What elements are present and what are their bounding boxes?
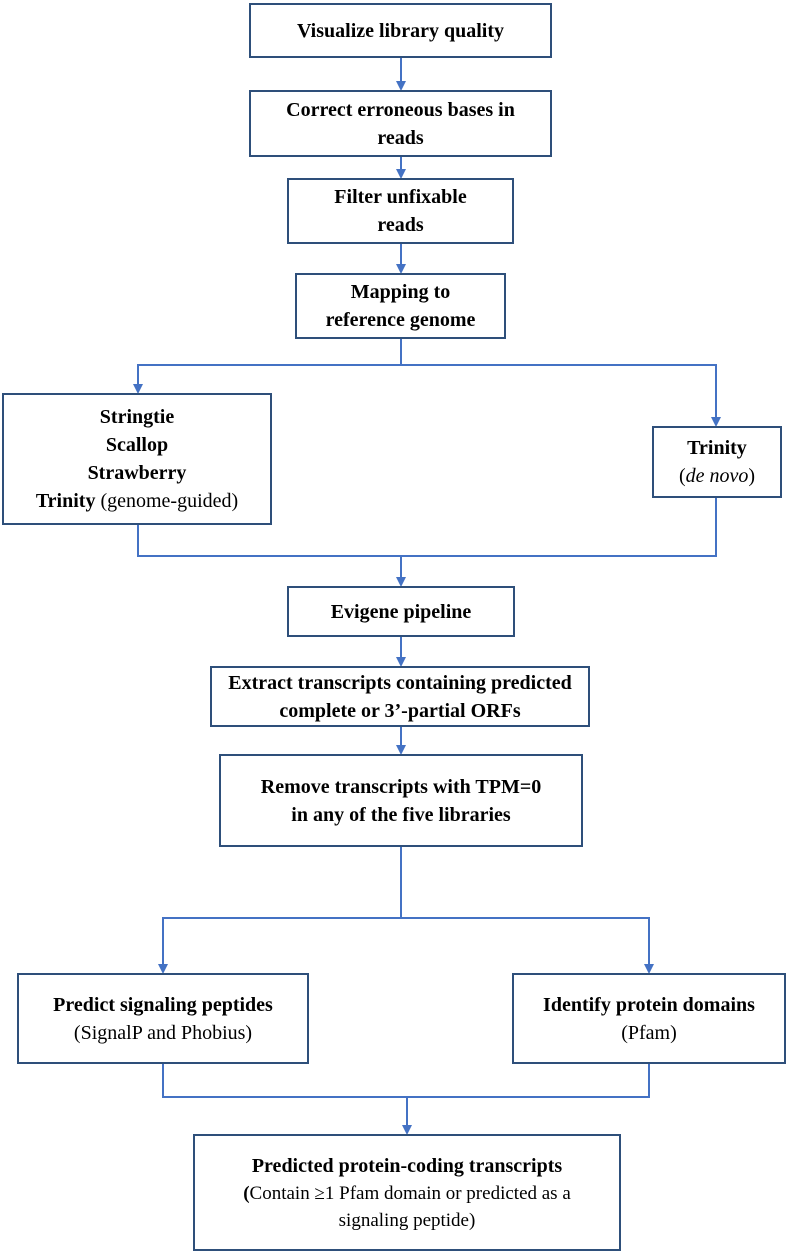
arrow-mapping-to-trinity [401, 364, 721, 427]
node-remove: Remove transcripts with TPM=0 in any of … [219, 754, 583, 847]
arrow-predict-merge [162, 1063, 412, 1135]
node-final-paren-open: ( [243, 1182, 250, 1204]
node-filter: Filter unfixable reads [287, 178, 514, 244]
node-trinity-denovo-italic: de novo [685, 465, 749, 487]
line-identify-merge [407, 1063, 650, 1098]
node-mapping: Mapping to reference genome [295, 273, 506, 339]
node-evigene: Evigene pipeline [287, 586, 515, 637]
node-predict-signal-line2: (SignalP and Phobius) [73, 1021, 253, 1044]
node-assemblers-line1: Stringtie [99, 406, 175, 428]
node-final-line3: signaling peptide) [338, 1209, 476, 1231]
node-remove-line1: Remove transcripts with TPM=0 [260, 775, 542, 798]
node-trinity-denovo-line2: (de novo) [679, 462, 755, 490]
node-extract-line1: Extract transcripts containing predicted [228, 671, 572, 694]
node-trinity-denovo: Trinity (de novo) [652, 426, 782, 498]
node-assemblers-line4-bold: Trinity [35, 490, 96, 512]
paren-close: ) [748, 465, 756, 487]
node-filter-line2: reads [377, 214, 424, 236]
node-evigene-label: Evigene pipeline [330, 600, 472, 623]
paren-open: ( [678, 465, 686, 487]
node-extract: Extract transcripts containing predicted… [210, 666, 590, 727]
node-mapping-line1: Mapping to [350, 281, 451, 303]
arrow-remove-to-predict [158, 846, 402, 974]
node-correct-line1: Correct erroneous bases in [286, 98, 515, 121]
node-trinity-denovo-line1: Trinity [687, 437, 747, 459]
node-predict-signal: Predict signaling peptides (SignalP and … [17, 973, 309, 1064]
node-final-line2-rest: Contain ≥1 Pfam domain or predicted as a [249, 1182, 571, 1204]
node-mapping-line2: reference genome [325, 309, 476, 331]
arrow-remove-to-identify [401, 917, 654, 974]
node-correct: Correct erroneous bases in reads [249, 90, 552, 157]
arrow-assemblers-merge [137, 524, 406, 587]
node-filter-line1: Filter unfixable [334, 186, 467, 208]
node-visualize: Visualize library quality [249, 3, 552, 58]
node-identify-domains-line2: (Pfam) [621, 1021, 677, 1044]
node-predict-signal-line1: Predict signaling peptides [53, 993, 273, 1016]
line-trinity-merge [401, 497, 717, 557]
node-extract-line2: complete or 3’-partial ORFs [279, 699, 521, 722]
node-assemblers-line2: Scallop [105, 434, 169, 456]
node-assemblers-line4: Trinity (genome-guided) [36, 487, 238, 515]
node-assemblers-line3: Strawberry [87, 462, 187, 484]
node-correct-line2: reads [377, 126, 424, 149]
node-final: Predicted protein-coding transcripts (Co… [193, 1134, 621, 1251]
node-final-line1: Predicted protein-coding transcripts [251, 1154, 563, 1177]
node-final-line2: (Contain ≥1 Pfam domain or predicted as … [243, 1180, 571, 1207]
node-remove-line2: in any of the five libraries [291, 803, 511, 826]
arrow-mapping-to-assemblers [133, 338, 402, 394]
node-assemblers-line4-rest: (genome-guided) [95, 490, 239, 512]
node-assemblers: Stringtie Scallop Strawberry Trinity (ge… [2, 393, 272, 525]
node-identify-domains: Identify protein domains (Pfam) [512, 973, 786, 1064]
node-visualize-label: Visualize library quality [296, 19, 505, 42]
node-identify-domains-line1: Identify protein domains [543, 993, 755, 1016]
